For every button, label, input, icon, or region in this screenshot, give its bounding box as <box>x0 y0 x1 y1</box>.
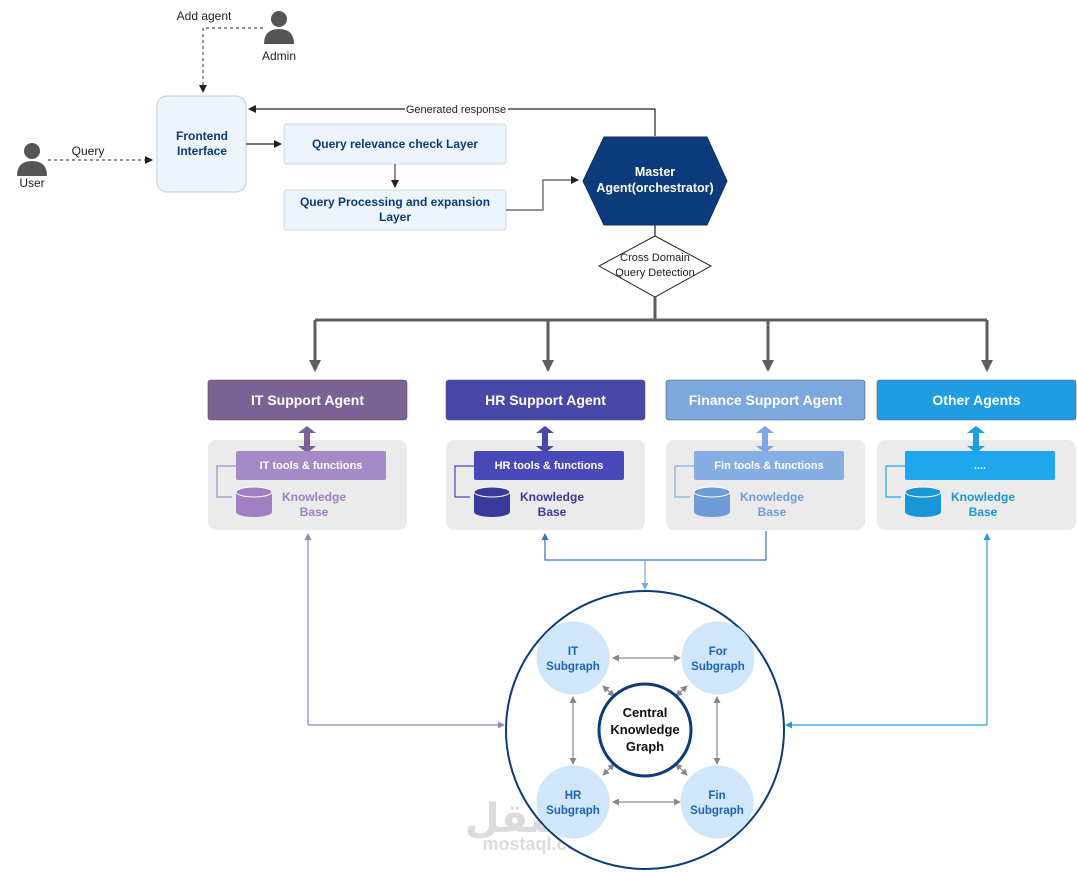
frontend-interface-node[interactable]: Frontend Interface <box>156 95 247 193</box>
user-actor: User <box>17 143 47 190</box>
central-line3: Graph <box>626 739 664 754</box>
hr-subgraph-line2: Subgraph <box>546 805 600 817</box>
frontend-line1: Frontend <box>176 129 228 143</box>
it-agent-group: IT Support Agent IT tools & functionsKnow… <box>207 379 408 530</box>
other-tools-label: .... <box>974 460 986 472</box>
hr-tools-label: HR tools & functions <box>495 460 604 472</box>
finance-tools-box[interactable] <box>694 451 844 480</box>
hr-kb-label-line2: Base <box>538 505 567 519</box>
other-tools-to-kb-edge <box>885 465 905 498</box>
master-line2: Agent(orchestrator) <box>596 181 713 195</box>
finance-tools-label: Fin tools & functions <box>714 460 823 472</box>
for-subgraph-node[interactable]: For Subgraph <box>681 621 755 695</box>
other-agent-tools-double-arrow <box>967 426 985 453</box>
hr-agent-group: HR Support Agent HR tools & functionsKnow… <box>445 379 646 530</box>
user-label: User <box>19 176 44 190</box>
relevance-layer-label: Query relevance check Layer <box>312 137 478 151</box>
other-kb-label-line1: Knowledge <box>951 490 1015 504</box>
admin-head-icon <box>271 11 287 27</box>
query-label: Query <box>72 144 105 158</box>
it-kb-label-line2: Base <box>300 505 329 519</box>
admin-actor: Admin <box>262 11 296 63</box>
agent-distribution-edges <box>309 297 993 372</box>
central-line2: Knowledge <box>610 722 679 737</box>
processing-to-master-edge <box>506 176 579 211</box>
it-agent-tools-double-arrow <box>298 426 316 453</box>
hr-tools-box[interactable] <box>474 451 624 480</box>
finance-tools-to-kb-edge <box>674 465 694 498</box>
detection-line2: Query Detection <box>615 267 694 279</box>
relevance-check-layer-node[interactable]: Query relevance check Layer <box>283 123 507 165</box>
it-agent-title: IT Support Agent <box>251 392 364 408</box>
add-agent-label: Add agent <box>177 9 232 23</box>
other-agent-title-box[interactable] <box>876 379 1077 421</box>
user-body-icon <box>17 161 47 176</box>
other-kb-label-line2: Base <box>969 505 998 519</box>
add-agent-edge <box>199 27 263 93</box>
agents-layer: IT Support Agent IT tools & functionsKnow… <box>207 379 1077 530</box>
for-subgraph-line2: Subgraph <box>691 661 745 673</box>
it-database-icon <box>235 486 273 517</box>
hr-database-icon <box>473 486 511 517</box>
user-head-icon <box>24 143 40 159</box>
other-tools-box[interactable] <box>905 451 1055 480</box>
other-database-icon <box>904 486 942 517</box>
generated-response-edge <box>248 105 656 136</box>
finance-kb-label-line1: Knowledge <box>740 490 804 504</box>
admin-body-icon <box>264 29 294 44</box>
it-subgraph-line1: IT <box>568 646 578 658</box>
hr-subgraph-line1: HR <box>565 790 582 802</box>
central-line1: Central <box>623 705 668 720</box>
finance-agent-tools-double-arrow <box>756 426 774 453</box>
hr-tools-to-kb-edge <box>454 465 474 498</box>
it-tools-to-kb-edge <box>216 465 236 498</box>
hr-agent-tools-double-arrow <box>536 426 554 453</box>
processing-layer-line2: Layer <box>379 210 411 224</box>
hr-agent-title: HR Support Agent <box>485 392 606 408</box>
other-agent-title: Other Agents <box>932 392 1020 408</box>
finance-agent-title-box[interactable] <box>665 379 866 421</box>
it-subgraph-node[interactable]: IT Subgraph <box>536 621 610 695</box>
knowledge-graph-container: Central Knowledge Graph IT Subgraph For … <box>505 590 785 870</box>
hr-subgraph-node[interactable]: HR Subgraph <box>536 765 610 839</box>
finance-kb-label-line2: Base <box>758 505 787 519</box>
query-processing-layer-node[interactable]: Query Processing and expansion Layer <box>283 189 507 231</box>
frontend-line2: Interface <box>177 144 227 158</box>
fin-subgraph-line1: Fin <box>708 790 725 802</box>
it-subgraph-line2: Subgraph <box>546 661 600 673</box>
it-tools-label: IT tools & functions <box>260 460 363 472</box>
processing-layer-line1: Query Processing and expansion <box>300 195 490 209</box>
for-subgraph-line1: For <box>709 646 728 658</box>
hr-agent-title-box[interactable] <box>445 379 646 421</box>
master-line1: Master <box>635 165 675 179</box>
cross-domain-detection-node[interactable]: Cross Domain Query Detection <box>597 235 713 298</box>
detection-line1: Cross Domain <box>620 252 690 264</box>
it-agent-title-box[interactable] <box>207 379 408 421</box>
admin-label: Admin <box>262 49 296 63</box>
hr-kb-label-line1: Knowledge <box>520 490 584 504</box>
fin-subgraph-node[interactable]: Fin Subgraph <box>680 765 754 839</box>
fin-subgraph-line2: Subgraph <box>690 805 744 817</box>
finance-database-icon <box>693 486 731 517</box>
finance-agent-title: Finance Support Agent <box>689 392 843 408</box>
hr-fin-kb-edge <box>541 531 767 561</box>
master-agent-node[interactable]: Master Agent(orchestrator) <box>582 136 728 226</box>
central-knowledge-graph-node[interactable]: Central Knowledge Graph <box>597 682 693 778</box>
it-tools-box[interactable] <box>236 451 386 480</box>
it-kb-label-line1: Knowledge <box>282 490 346 504</box>
generated-response-label: Generated response <box>406 104 506 116</box>
